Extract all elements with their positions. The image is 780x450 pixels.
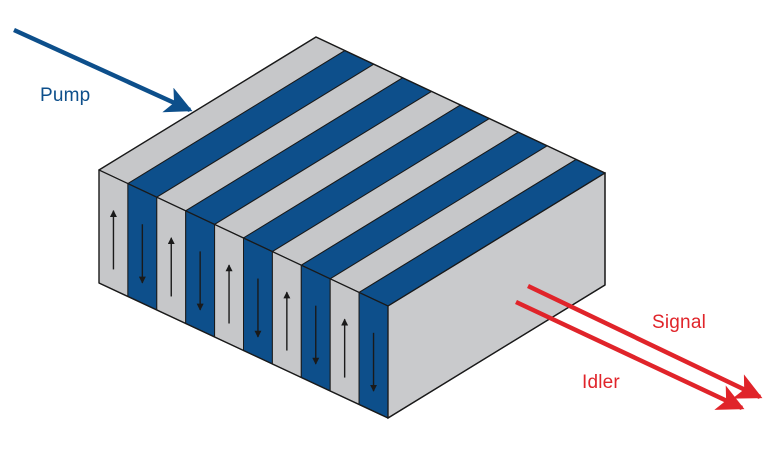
pump-label: Pump	[40, 85, 91, 106]
beams	[13, 27, 763, 411]
crystal-outline	[98, 36, 606, 419]
crystal-top-face	[97, 36, 607, 307]
signal-label: Signal	[652, 312, 707, 333]
signal-arrow-icon	[527, 283, 763, 400]
idler-label: Idler	[582, 372, 620, 393]
idler-arrow-icon	[515, 299, 745, 411]
pump-arrow-icon	[13, 27, 193, 113]
crystal-front-face	[98, 169, 389, 419]
